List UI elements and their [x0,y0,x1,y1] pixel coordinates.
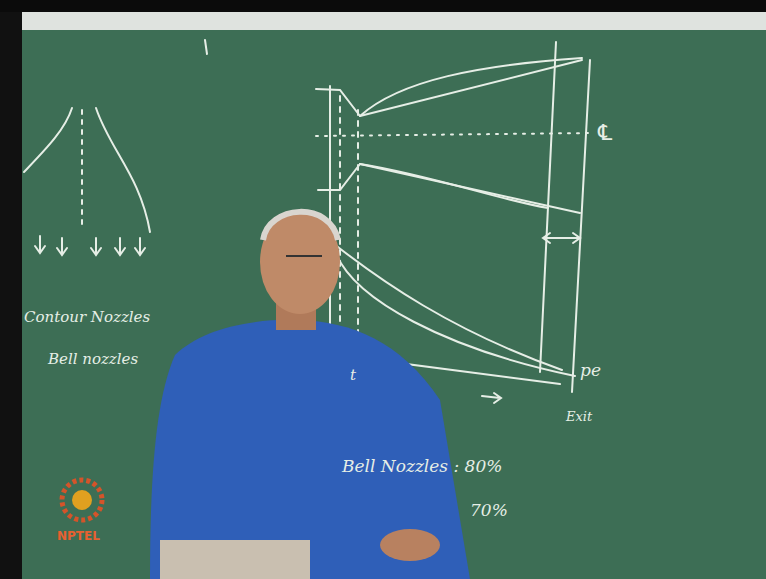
trousers [160,540,310,579]
centerline-symbol: ℄ [598,122,612,144]
axis-label: pe [580,362,601,379]
hair [263,212,338,240]
nozzle-type-label: Bell nozzles [48,352,138,367]
nozzle-type-label: Contour Nozzles [24,310,150,325]
axis-label: t [350,368,356,383]
lecturer [150,210,470,579]
nptel-logo [62,480,102,520]
logo-text: NPTEL [57,530,100,542]
left-frame [0,12,22,579]
note-text: 70% [470,502,508,519]
top-frame [0,0,766,12]
note-text: Bell Nozzles : 80% [342,458,502,475]
board-rail [20,12,766,30]
hand [380,529,440,561]
shirt [150,320,470,579]
head [260,210,340,314]
axis-label: Exit [566,410,592,423]
glasses [286,255,322,257]
